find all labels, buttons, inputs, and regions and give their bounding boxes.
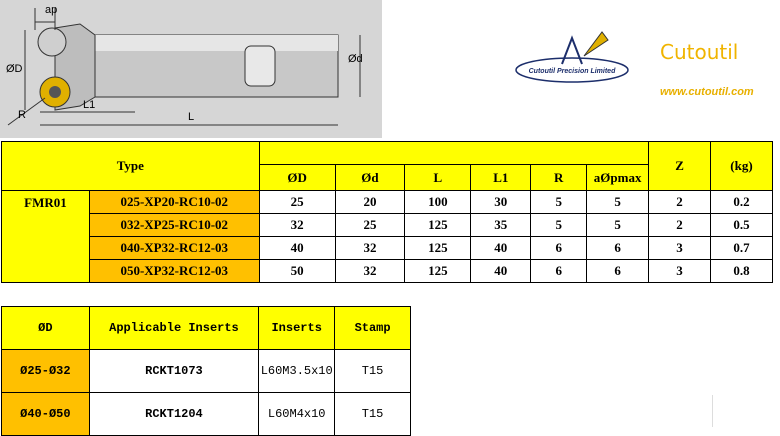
- cell: 35: [470, 213, 532, 237]
- cell: 125: [404, 259, 472, 283]
- cell: 5: [586, 190, 650, 214]
- brand-name: Cutoutil: [660, 40, 739, 64]
- table-row: Ø40-Ø50 RCKT1204 L60M4x10 T15: [1, 392, 411, 436]
- cell: 0.7: [710, 236, 773, 260]
- cell: 40: [470, 236, 532, 260]
- end-mill-diagram: ap ØD Ød R L1 L: [6, 4, 363, 126]
- logo-text: Cutoutil Precision Limited: [529, 68, 616, 75]
- cell: 3: [648, 259, 711, 283]
- table-row: FMR01 025-XP20-RC10-02 25 20 100 30 5 5 …: [1, 190, 773, 283]
- cell: 32: [258, 213, 336, 237]
- cell: 40: [470, 259, 532, 283]
- col-header: aØpmax: [586, 164, 650, 191]
- cell: 32: [334, 236, 406, 260]
- insert-table: ØD Applicable Inserts Inserts Stamp Ø25-…: [1, 306, 411, 436]
- col-header: Inserts: [258, 306, 336, 350]
- od-big-label: ØD: [6, 63, 23, 75]
- ap-label: ap: [45, 4, 57, 16]
- table-row: 032-XP25-RC10-02 32 25 125 35 5 5 2 0.5: [2, 213, 773, 237]
- table-row: 040-XP32-RC12-03 40 32 125 40 6 6 3 0.7: [2, 236, 773, 260]
- col-header: R: [530, 164, 588, 191]
- code-cell: 032-XP25-RC10-02: [88, 213, 260, 237]
- cell: 25: [334, 213, 406, 237]
- cell: 125: [404, 236, 472, 260]
- table-row: Ø25-Ø32 RCKT1073 L60M3.5x10 T15: [1, 349, 411, 393]
- l-label: L: [188, 111, 194, 123]
- z-header: Z: [648, 141, 711, 191]
- cell: 100: [404, 190, 472, 214]
- code-cell: 025-XP20-RC10-02: [88, 190, 260, 214]
- cell: 2: [648, 190, 711, 214]
- kg-header: (kg): [710, 141, 773, 191]
- l1-label: L1: [83, 99, 95, 111]
- cell: 25: [258, 190, 336, 214]
- col-header: ØD: [1, 306, 90, 350]
- col-header: Ød: [334, 164, 406, 191]
- spec-header-row: Type Z (kg): [1, 141, 773, 191]
- cell: 6: [586, 259, 650, 283]
- code-cell: 040-XP32-RC12-03: [88, 236, 260, 260]
- cell: 3: [648, 236, 711, 260]
- cell: 30: [470, 190, 532, 214]
- screw-cell: L60M3.5x10: [258, 349, 336, 393]
- tool-drawing: ap ØD Ød R L1 L: [0, 0, 382, 138]
- range-cell: Ø25-Ø32: [1, 349, 90, 393]
- cell: 5: [530, 190, 588, 214]
- table-row: 050-XP32-RC12-03 50 32 125 40 6 6 3 0.8: [2, 259, 773, 283]
- cell: 5: [530, 213, 588, 237]
- cell: 6: [530, 259, 588, 283]
- type-header: Type: [1, 141, 260, 191]
- cell: 20: [334, 190, 406, 214]
- cell: 0.5: [710, 213, 773, 237]
- screw-cell: L60M4x10: [258, 392, 336, 436]
- cell: 2: [648, 213, 711, 237]
- col-header: L1: [470, 164, 532, 191]
- brand-url: www.cutoutil.com: [660, 86, 754, 98]
- cell: 0.2: [710, 190, 773, 214]
- code-cell: 050-XP32-RC12-03: [88, 259, 260, 283]
- cell: 5: [586, 213, 650, 237]
- brand-logo: Cutoutil Precision Limited: [512, 22, 637, 90]
- divider: [712, 395, 713, 427]
- cell: 6: [586, 236, 650, 260]
- series-cell: FMR01: [1, 190, 90, 283]
- od-small-label: Ød: [348, 53, 363, 65]
- stamp-cell: T15: [334, 349, 411, 393]
- r-label: R: [18, 109, 26, 121]
- range-cell: Ø40-Ø50: [1, 392, 90, 436]
- insert-cell: RCKT1073: [88, 349, 260, 393]
- stamp-cell: T15: [334, 392, 411, 436]
- insert-header-row: ØD Applicable Inserts Inserts Stamp: [1, 306, 411, 350]
- cell: 0.8: [710, 259, 773, 283]
- cell: 6: [530, 236, 588, 260]
- cell: 125: [404, 213, 472, 237]
- col-header: ØD: [258, 164, 336, 191]
- col-header: Applicable Inserts: [88, 306, 260, 350]
- col-header: L: [404, 164, 472, 191]
- cell: 50: [258, 259, 336, 283]
- cell: 40: [258, 236, 336, 260]
- cell: 32: [334, 259, 406, 283]
- insert-cell: RCKT1204: [88, 392, 260, 436]
- col-header: Stamp: [334, 306, 411, 350]
- spec-table: Type Z (kg) ØD Ød L L1 R aØpmax FMR01 02…: [1, 141, 773, 283]
